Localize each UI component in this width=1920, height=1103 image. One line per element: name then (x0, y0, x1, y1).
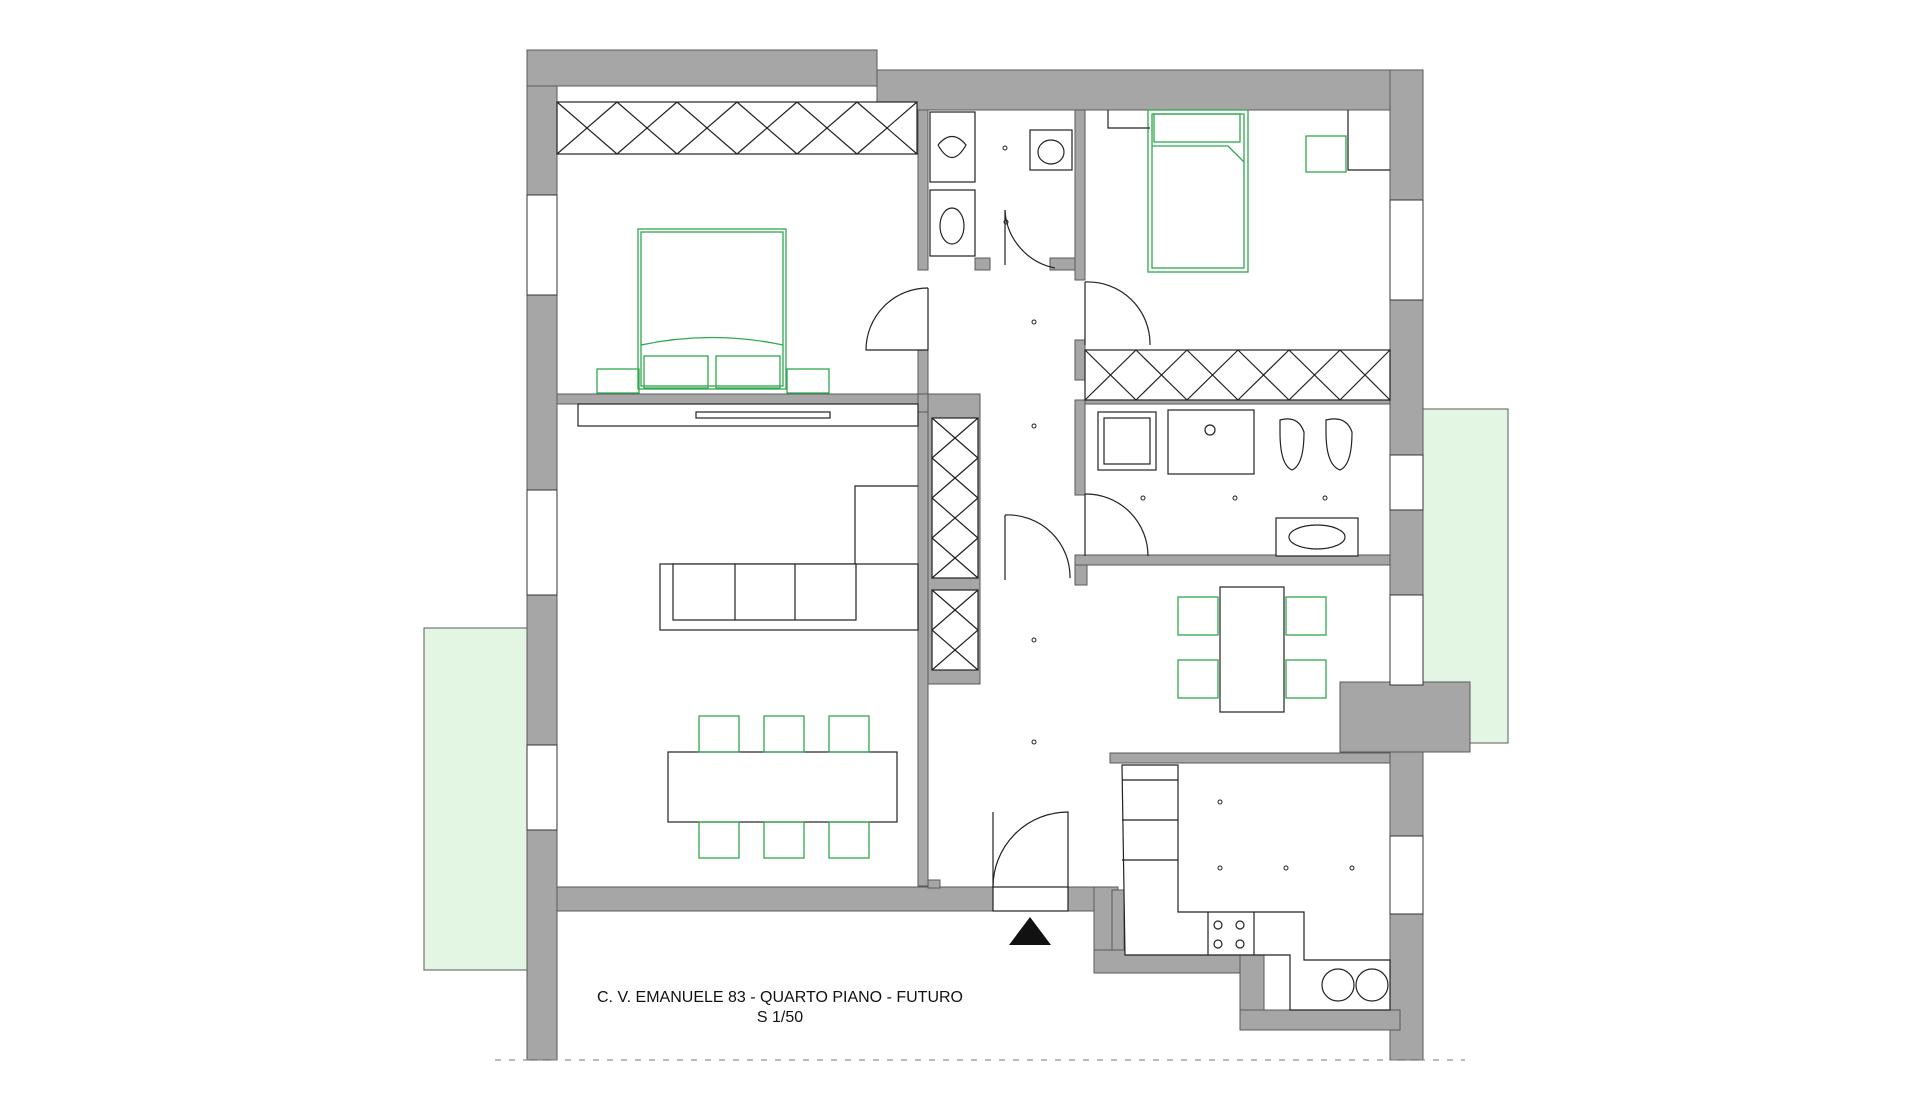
wardrobe-master (556, 101, 918, 155)
kitchen-table (1177, 586, 1327, 713)
double-bed-master (596, 228, 830, 394)
doors (865, 209, 1151, 912)
entrance-triangle-icon (1009, 917, 1051, 945)
dining-table (667, 715, 898, 859)
wardrobe-second (1084, 349, 1391, 401)
windows (526, 194, 1424, 915)
kitchen-counters (1121, 764, 1391, 1011)
plan-caption: C. V. EMANUELE 83 - QUARTO PIANO - FUTUR… (560, 988, 1000, 1028)
bathroom-main (1097, 409, 1359, 557)
ceiling-lights (1031, 319, 1037, 745)
bedroom-second (1107, 109, 1390, 273)
wardrobe-corridor (927, 393, 981, 685)
balcony-left (423, 627, 529, 971)
plan-title: C. V. EMANUELE 83 - QUARTO PIANO - FUTUR… (597, 989, 963, 1006)
bathroom-top (929, 111, 1073, 257)
plan-scale: S 1/50 (756, 1009, 804, 1026)
living-room-furniture (577, 403, 919, 631)
